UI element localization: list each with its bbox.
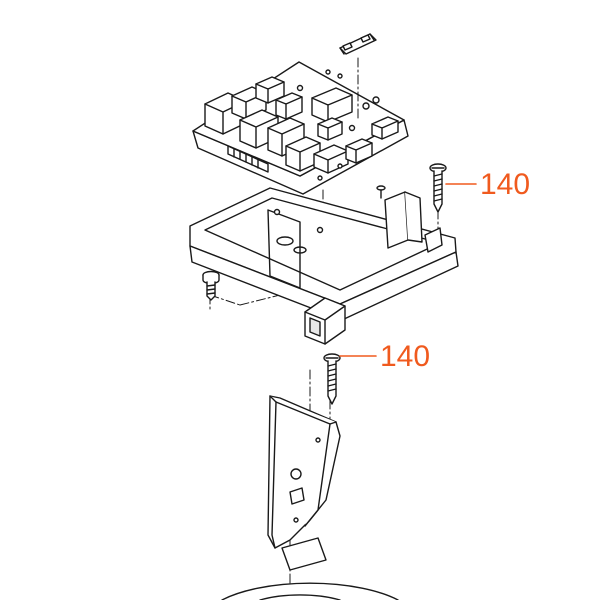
housing-screw-left	[202, 270, 220, 301]
mounting-bracket	[267, 395, 341, 571]
screw-lower	[323, 353, 341, 405]
housing-tray	[189, 187, 459, 345]
housing-latch	[304, 297, 346, 345]
fuse	[339, 33, 377, 55]
base-disc	[221, 582, 399, 600]
board-components	[204, 69, 399, 181]
board-terminal-block	[227, 145, 269, 173]
callout-label-upper: 140	[480, 168, 531, 201]
screw-upper	[429, 163, 447, 213]
callout-label-lower: 140	[380, 340, 431, 373]
circuit-board	[192, 61, 409, 199]
board-screw	[376, 185, 386, 199]
